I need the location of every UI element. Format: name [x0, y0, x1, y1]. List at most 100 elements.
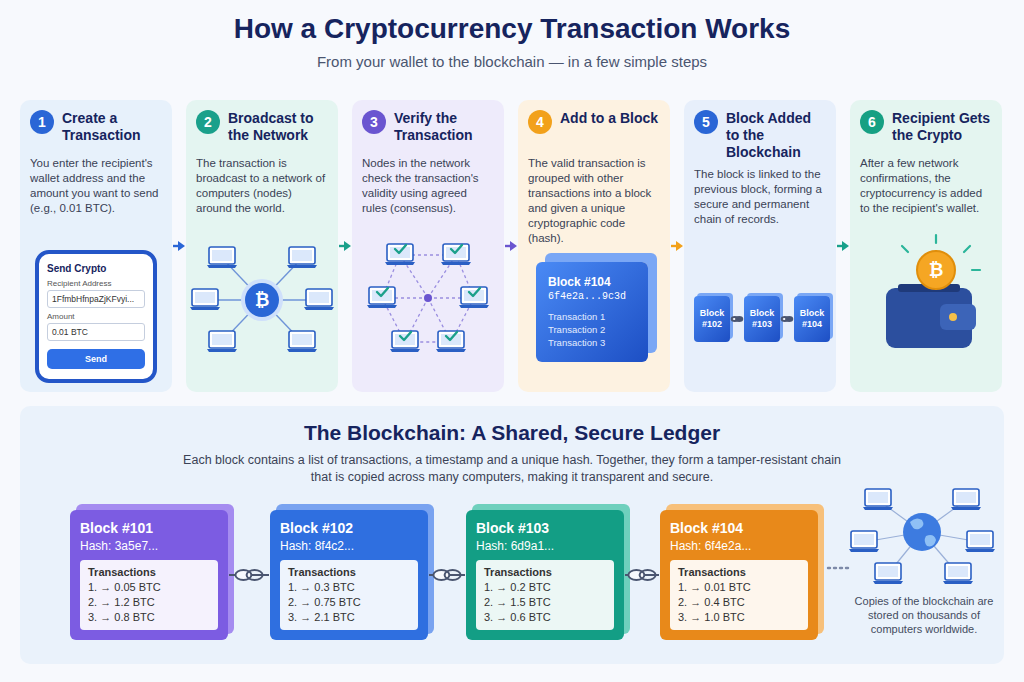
flow-arrow	[339, 241, 351, 251]
coin-symbol: ₿	[924, 259, 948, 281]
ledger-band: The Blockchain: A Shared, Secure LedgerE…	[20, 406, 1004, 664]
step-panel: 6 Recipient Gets the CryptoAfter a few ne…	[850, 100, 1002, 392]
transaction-row: 1. → 0.01 BTC	[678, 580, 800, 595]
step-description: Nodes in the network check the transacti…	[362, 156, 494, 216]
step-header: 4 Add to a Block	[528, 110, 660, 150]
block-name: Block #104	[548, 275, 636, 289]
chain-block: Block #102	[694, 296, 730, 342]
transaction-list: Transactions1. → 0.2 BTC2. → 1.5 BTC3. →…	[476, 560, 614, 630]
step-title: Add to a Block	[560, 110, 658, 127]
step-description: The transaction is broadcast to a networ…	[196, 156, 328, 216]
replication-illustration	[828, 489, 995, 584]
step-title: Create a Transaction	[62, 110, 162, 144]
flow-arrow	[837, 241, 849, 251]
transaction-list: Transactions1. → 0.3 BTC2. → 0.75 BTC3. …	[280, 560, 418, 630]
block-hash: Hash: 8f4c2...	[280, 539, 418, 553]
step-description: The valid transaction is grouped with ot…	[528, 156, 660, 246]
flow-arrow	[671, 241, 683, 251]
transaction-row: 2. → 0.4 BTC	[678, 595, 800, 610]
input-field: 1FfmbHfnpaZjKFvyi...	[47, 290, 145, 308]
step-number: 6	[860, 110, 884, 134]
chain-block: Block #104	[794, 296, 830, 342]
chain-link	[781, 317, 793, 321]
step-panel: 2 Broadcast to the NetworkThe transaction…	[186, 100, 338, 392]
transaction-entry: Transaction 1	[548, 310, 636, 323]
verify-illustration	[382, 255, 474, 342]
list-heading: Transactions	[288, 565, 410, 580]
transaction-entry: Transaction 2	[548, 323, 636, 336]
list-heading: Transactions	[678, 565, 800, 580]
step-title: Block Added to the Blockchain	[726, 110, 826, 161]
transaction-row: 2. → 1.5 BTC	[484, 595, 606, 610]
network-illustration	[205, 258, 319, 342]
transaction-row: 1. → 0.3 BTC	[288, 580, 410, 595]
transaction-row: 2. → 0.75 BTC	[288, 595, 410, 610]
block-hash: 6f4e2a...9c3d	[548, 291, 636, 302]
ledger-block: Block #102Hash: 8f4c2... Transactions1. →…	[270, 510, 428, 640]
step-description: You enter the recipient's wallet address…	[30, 156, 162, 216]
transaction-row: 1. → 0.2 BTC	[484, 580, 606, 595]
step-panel: 1Create a TransactionYou enter the recip…	[20, 100, 172, 392]
chain-link	[229, 570, 269, 580]
step-header: 3 Verify the Transaction	[362, 110, 494, 150]
block-name: Block #102	[696, 308, 728, 330]
step-title: Broadcast to the Network	[228, 110, 328, 144]
send-button: Send	[47, 349, 145, 369]
block-name: Block #101	[80, 520, 218, 536]
transaction-row: 3. → 2.1 BTC	[288, 610, 410, 625]
transaction-row: 1. → 0.05 BTC	[88, 580, 210, 595]
flow-arrow	[173, 241, 185, 251]
step-panel: 5 Block Added to the BlockchainThe block …	[684, 100, 836, 392]
transaction-row: 3. → 0.8 BTC	[88, 610, 210, 625]
ledger-block: Block #103Hash: 6d9a1... Transactions1. →…	[466, 510, 624, 640]
coin-symbol: ₿	[250, 289, 274, 311]
transaction-row: 2. → 1.2 BTC	[88, 595, 210, 610]
step-header: 6 Recipient Gets the Crypto	[860, 110, 992, 150]
block-cube: Block #1046f4e2a...9c3dTransaction 1Tran…	[536, 262, 648, 362]
step-header: 5 Block Added to the Blockchain	[694, 110, 826, 161]
section-title: The Blockchain: A Shared, Secure Ledger	[60, 420, 964, 446]
list-heading: Transactions	[484, 565, 606, 580]
step-number: 3	[362, 110, 386, 134]
step-panel: 3 Verify the TransactionNodes in the netw…	[352, 100, 504, 392]
step-panel: 4 Add to a BlockThe valid transaction is …	[518, 100, 670, 392]
note-text: Copies of the blockchain are stored on t…	[846, 594, 1002, 636]
block-name: Block #103	[746, 308, 778, 330]
transaction-entry: Transaction 3	[548, 336, 636, 349]
transaction-list: Transactions1. → 0.05 BTC2. → 1.2 BTC3. …	[80, 560, 218, 630]
transaction-row: 3. → 0.6 BTC	[484, 610, 606, 625]
input-field: 0.01 BTC	[47, 323, 145, 341]
field-label: Recipient Address	[47, 279, 145, 288]
ledger-block: Block #101Hash: 3a5e7... Transactions1. →…	[70, 510, 228, 640]
step-description: The block is linked to the previous bloc…	[694, 167, 826, 227]
block-hash: Hash: 6d9a1...	[476, 539, 614, 553]
transaction-row: 3. → 1.0 BTC	[678, 610, 800, 625]
transaction-list: Transactions1. → 0.01 BTC2. → 0.4 BTC3. …	[670, 560, 808, 630]
chain-link	[429, 570, 465, 580]
screen-title: Send Crypto	[47, 263, 145, 274]
step-header: 1Create a Transaction	[30, 110, 162, 150]
diagram-title: How a Cryptocurrency Transaction Works	[0, 0, 1024, 46]
block-name: Block #104	[796, 308, 828, 330]
step-title: Recipient Gets the Crypto	[892, 110, 992, 144]
step-header: 2 Broadcast to the Network	[196, 110, 328, 150]
block-name: Block #102	[280, 520, 418, 536]
diagram-subtitle: From your wallet to the blockchain — in …	[0, 52, 1024, 72]
flow-arrow	[505, 241, 517, 251]
network-computers	[190, 247, 334, 352]
chain-link	[731, 317, 743, 321]
verified-computers	[367, 244, 489, 352]
step-title: Verify the Transaction	[394, 110, 494, 144]
step-number: 4	[528, 110, 552, 134]
step-description: After a few network confirmations, the c…	[860, 156, 992, 216]
block-hash: Hash: 3a5e7...	[80, 539, 218, 553]
block-name: Block #104	[670, 520, 808, 536]
step-number: 2	[196, 110, 220, 134]
section-description: Each block contains a list of transactio…	[172, 452, 852, 486]
field-label: Amount	[47, 312, 145, 321]
step-number: 5	[694, 110, 718, 134]
block-name: Block #103	[476, 520, 614, 536]
